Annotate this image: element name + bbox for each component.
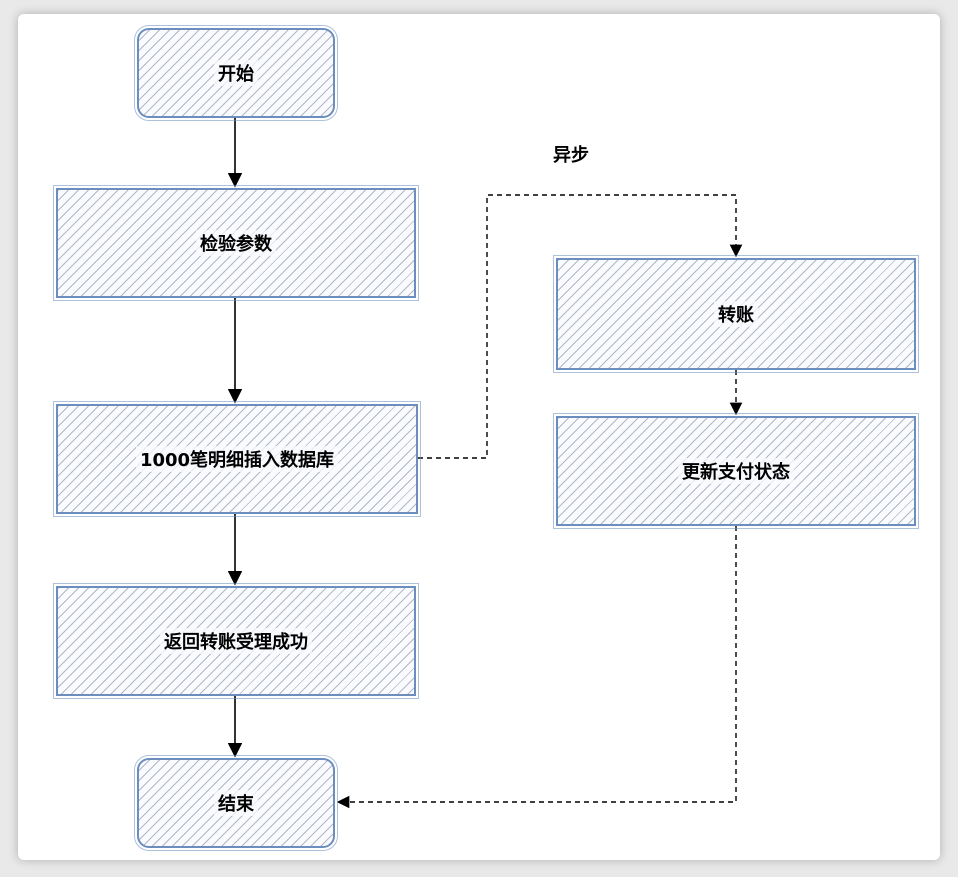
node-return-success[interactable]: 返回转账受理成功 xyxy=(53,583,419,699)
node-return-success-label: 返回转账受理成功 xyxy=(160,628,312,654)
node-update-status[interactable]: 更新支付状态 xyxy=(553,413,919,529)
node-end-label: 结束 xyxy=(214,790,258,816)
node-update-status-label: 更新支付状态 xyxy=(678,458,794,484)
node-insert-label: 1000笔明细插入数据库 xyxy=(135,446,339,472)
node-validate-label: 检验参数 xyxy=(196,230,276,256)
node-start-label: 开始 xyxy=(214,60,258,86)
node-transfer-label: 转账 xyxy=(714,301,758,327)
node-transfer[interactable]: 转账 xyxy=(553,255,919,373)
edge-insert-to-transfer xyxy=(418,194,743,459)
edge-update-to-end xyxy=(336,526,737,809)
node-insert[interactable]: 1000笔明细插入数据库 xyxy=(53,401,421,517)
async-label: 异步 xyxy=(553,145,589,166)
node-end[interactable]: 结束 xyxy=(134,755,338,851)
node-validate[interactable]: 检验参数 xyxy=(53,185,419,301)
node-start[interactable]: 开始 xyxy=(134,25,338,121)
